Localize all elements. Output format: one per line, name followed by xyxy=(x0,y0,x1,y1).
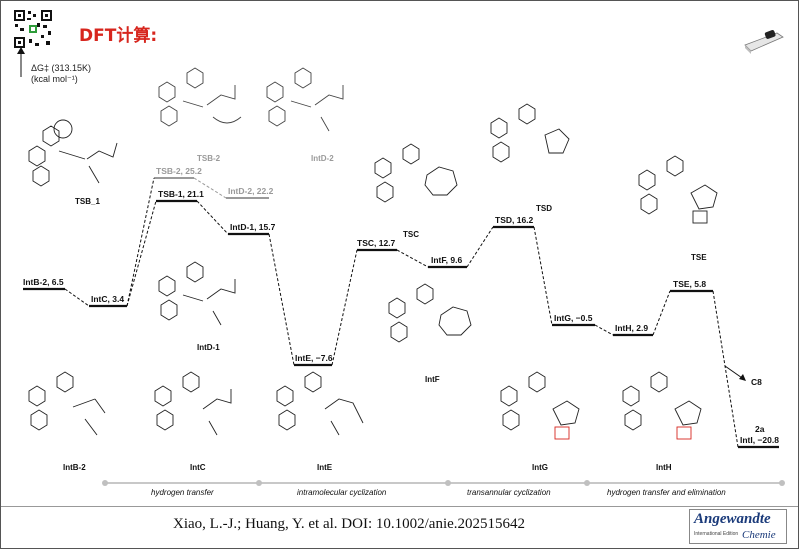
structure-label-inte: IntE xyxy=(317,463,333,472)
connector xyxy=(126,177,155,307)
structure-tsd-drawing xyxy=(490,103,570,163)
structure-label-tsc: TSC xyxy=(403,230,419,239)
structure-label-tsd: TSD xyxy=(536,204,552,213)
connector xyxy=(594,324,614,336)
structure-intg-drawing xyxy=(500,371,580,440)
connector xyxy=(64,288,90,307)
level-label-tse: TSE, 5.8 xyxy=(673,279,707,289)
level-label-intb2: IntB-2, 6.5 xyxy=(23,277,64,287)
structure-intd1-drawing xyxy=(158,261,236,326)
stage-dot xyxy=(102,480,108,486)
structure-label-intc: IntC xyxy=(190,463,206,472)
axis-unit: (kcal mol⁻¹) xyxy=(31,74,78,84)
journal-logo: Angewandte International Edition Chemie xyxy=(689,509,787,544)
level-label-2a: 2a xyxy=(755,424,765,434)
connector xyxy=(652,290,671,336)
structure-label-intd1: IntD-1 xyxy=(197,343,220,352)
stage-dividers xyxy=(102,480,785,486)
level-label-tsd: TSD, 16.2 xyxy=(495,215,534,225)
journal-logo-icon xyxy=(744,30,784,54)
connector xyxy=(268,233,295,366)
journal-edition: International Edition xyxy=(694,531,739,537)
level-label-intd1: IntD-1, 15.7 xyxy=(230,222,276,232)
structure-label-tsb2: TSB-2 xyxy=(197,154,221,163)
stage-label-hydrogen-transfer: hydrogen transfer xyxy=(151,488,214,497)
level-label-inti: IntI, −20.8 xyxy=(740,435,779,445)
stage-dot xyxy=(256,480,262,486)
level-label-intg: IntG, −0.5 xyxy=(554,313,593,323)
connector xyxy=(533,226,553,326)
structure-label-inth: IntH xyxy=(656,463,672,472)
stage-dot xyxy=(779,480,785,486)
connector xyxy=(712,290,739,448)
black-connectors xyxy=(64,177,739,448)
black-levels xyxy=(23,199,779,449)
connector xyxy=(396,249,429,268)
structure-label-intg: IntG xyxy=(532,463,548,472)
connector xyxy=(126,200,157,307)
structure-label-intd2: IntD-2 xyxy=(311,154,334,163)
energy-axis-label: ΔG‡ (313.15K) (kcal mol⁻¹) xyxy=(31,63,91,85)
stage-dot xyxy=(584,480,590,486)
stage-label-transannular-cyclization: transannular cyclization xyxy=(467,488,551,497)
structure-intb2-drawing xyxy=(28,371,106,436)
connector xyxy=(331,249,358,366)
figure-title: DFT计算: xyxy=(79,26,158,46)
energy-axis-arrow-icon xyxy=(17,47,25,77)
axis-quantity: ΔG‡ (313.15K) xyxy=(31,63,92,73)
grey-pathway xyxy=(154,177,269,199)
structure-tsb2-drawing xyxy=(158,67,242,127)
stage-dot xyxy=(445,480,451,486)
structure-intf-drawing xyxy=(388,283,472,343)
level-label-intc: IntC, 3.4 xyxy=(91,294,125,304)
level-label-tsc: TSC, 12.7 xyxy=(357,238,396,248)
level-label-tsb1: TSB-1, 21.1 xyxy=(158,189,204,199)
stage-label-hydrogen-transfer-elimination: hydrogen transfer and elimination xyxy=(607,488,726,497)
connector xyxy=(466,226,494,268)
structure-intc-drawing xyxy=(154,371,232,436)
grey-connectors xyxy=(193,177,227,199)
structure-tsc-drawing xyxy=(374,143,458,203)
structure-tse-drawing xyxy=(638,155,718,224)
structure-label-tse: TSE xyxy=(691,253,707,262)
structure-label-intf: IntF xyxy=(425,375,440,384)
citation: Xiao, L.-J.; Huang, Y. et al. DOI: 10.10… xyxy=(173,516,526,532)
level-label-inte: IntE, −7.6 xyxy=(295,353,333,363)
structure-label-tsb1: TSB_1 xyxy=(75,197,100,206)
level-label-intd2: IntD-2, 22.2 xyxy=(228,186,274,196)
c8-label: C8 xyxy=(751,377,762,387)
c8-arrow-head-icon xyxy=(739,374,746,381)
stage-label-intramolecular-cyclization: intramolecular cyclization xyxy=(297,488,387,497)
structure-inth-drawing xyxy=(622,371,702,440)
level-label-inth: IntH, 2.9 xyxy=(615,323,649,333)
footer-divider xyxy=(1,506,798,507)
qr-code-icon xyxy=(13,9,53,49)
molecule-sketches xyxy=(28,67,718,440)
journal-name: Angewandte xyxy=(694,511,771,527)
structure-label-intb2: IntB-2 xyxy=(63,463,86,472)
structure-intd2-drawing xyxy=(266,67,344,132)
journal-sub: Chemie xyxy=(742,529,776,541)
level-label-intf: IntF, 9.6 xyxy=(431,255,463,265)
structure-tsb1-drawing xyxy=(28,119,118,187)
connector xyxy=(193,177,227,199)
connector xyxy=(196,200,229,235)
structure-inte-drawing xyxy=(276,371,364,436)
level-label-tsb2: TSB-2, 25.2 xyxy=(156,166,202,176)
